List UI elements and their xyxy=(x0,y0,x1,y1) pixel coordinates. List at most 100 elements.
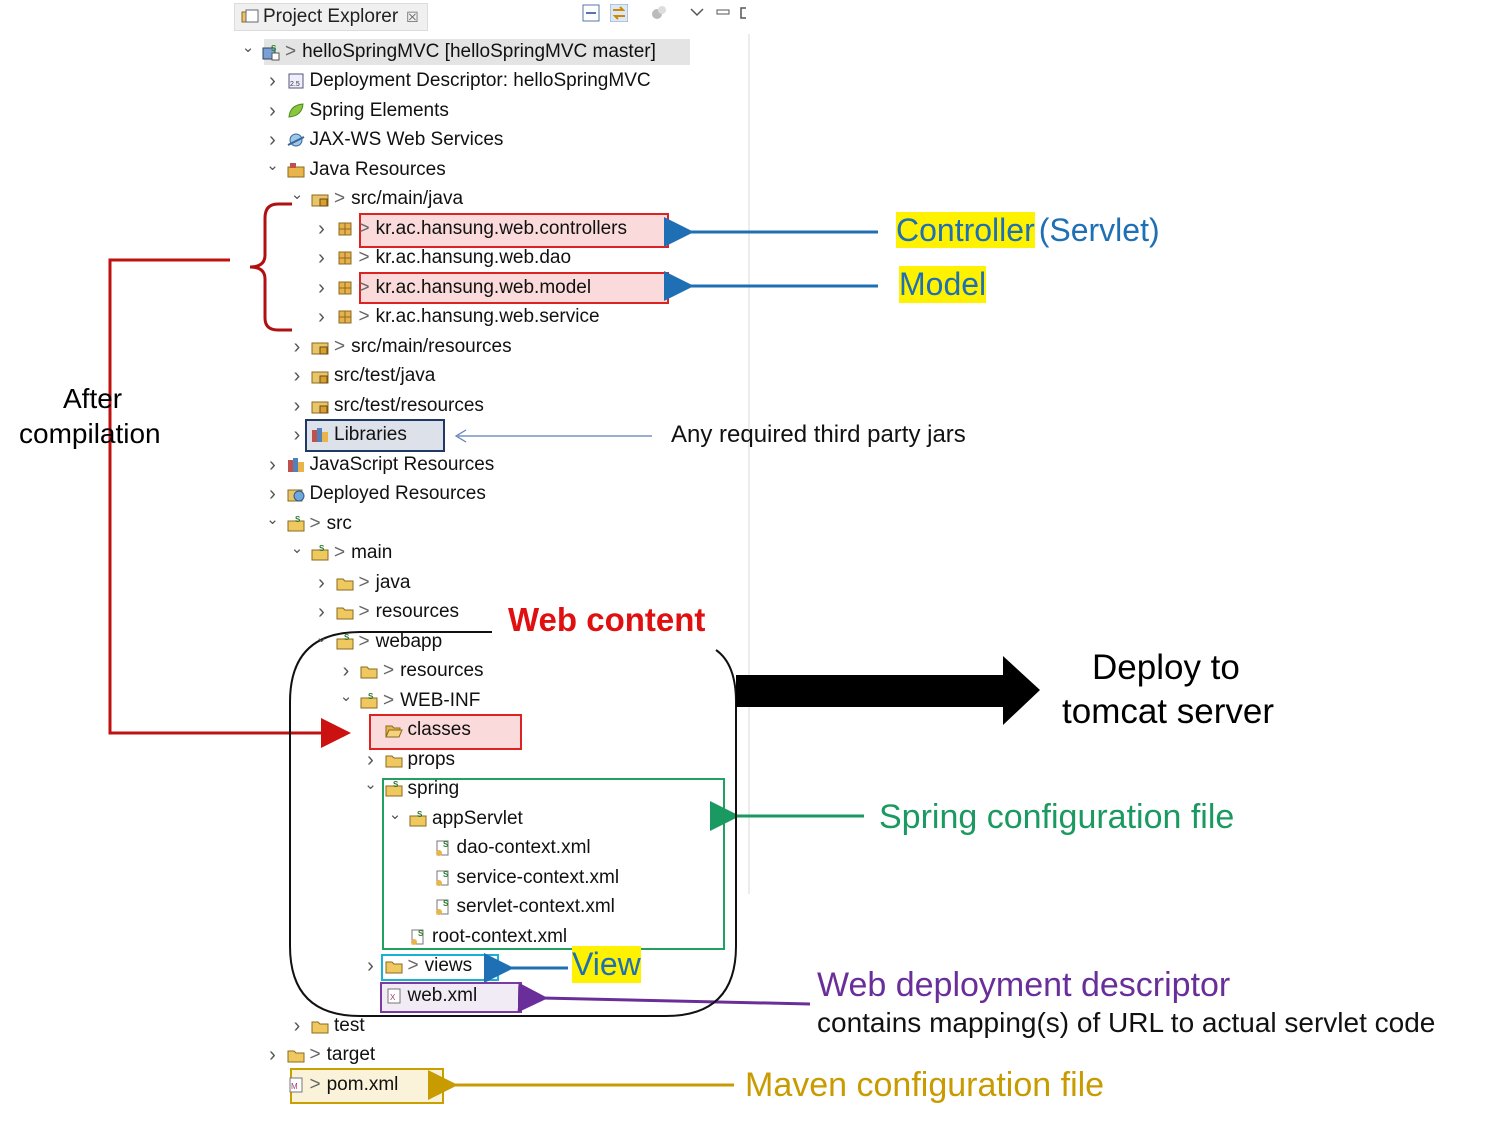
collapse-chevron-icon[interactable]: › xyxy=(269,1043,276,1066)
tree-item[interactable]: ›props xyxy=(363,746,455,774)
collapse-chevron-icon[interactable]: › xyxy=(269,482,276,505)
svg-text:2.5: 2.5 xyxy=(290,81,300,88)
tree-item[interactable]: ›src/test/java xyxy=(289,362,436,390)
libraries-note: Any required third party jars xyxy=(671,421,966,448)
tree-item[interactable]: ›Deployed Resources xyxy=(265,480,486,508)
libraries-highlight xyxy=(305,419,445,452)
collapse-chevron-icon[interactable]: › xyxy=(318,600,325,623)
spring-xml-icon: S xyxy=(435,870,449,886)
collapse-chevron-icon[interactable]: › xyxy=(367,954,374,977)
spring-config-label: Spring configuration file xyxy=(879,798,1235,836)
tree-item[interactable]: ⌄S>src xyxy=(265,510,352,538)
expand-chevron-icon[interactable]: ⌄ xyxy=(364,776,377,793)
tree-item-label: JAX-WS Web Services xyxy=(309,129,504,150)
expand-chevron-icon[interactable]: ⌄ xyxy=(388,806,402,823)
descriptor-icon: 2.5 xyxy=(288,73,303,89)
tree-item[interactable]: classes xyxy=(363,716,471,744)
tree-item[interactable]: › Spring Elements xyxy=(265,97,449,125)
expand-chevron-icon[interactable]: ⌄ xyxy=(241,39,255,56)
tree-item-label: target xyxy=(326,1044,376,1065)
tree-item[interactable]: M>pom.xml xyxy=(265,1071,398,1099)
tree-item[interactable]: ›test xyxy=(289,1012,365,1040)
expand-chevron-icon[interactable]: ⌄ xyxy=(266,157,279,174)
focus-icon[interactable] xyxy=(650,4,668,22)
collapse-chevron-icon[interactable]: › xyxy=(318,276,325,299)
tree-item[interactable]: ›>kr.ac.hansung.web.dao xyxy=(314,244,571,272)
collapse-chevron-icon[interactable]: › xyxy=(269,69,276,92)
collapse-chevron-icon[interactable]: › xyxy=(293,423,301,446)
vcs-prefix: > xyxy=(309,513,321,534)
tree-item[interactable]: ›>kr.ac.hansung.web.service xyxy=(314,303,599,331)
expand-chevron-icon[interactable]: ⌄ xyxy=(290,540,304,557)
tree-item[interactable]: ›>resources xyxy=(338,657,484,685)
spring-xml-icon: S xyxy=(411,929,424,945)
tree-item[interactable]: ›>java xyxy=(314,569,411,597)
collapse-chevron-icon[interactable]: › xyxy=(269,128,276,151)
collapse-all-icon[interactable] xyxy=(582,4,600,22)
vcs-prefix: > xyxy=(383,690,395,711)
tree-item-label: src/main/java xyxy=(351,188,464,209)
collapse-chevron-icon[interactable]: › xyxy=(293,394,301,417)
collapse-chevron-icon[interactable]: › xyxy=(318,571,325,594)
collapse-chevron-icon[interactable]: › xyxy=(269,99,276,122)
tree-item[interactable]: ›>target xyxy=(265,1041,376,1069)
tree-item[interactable]: ›>src/main/resources xyxy=(289,333,512,361)
view-menu-icon[interactable] xyxy=(688,4,706,22)
model-highlight xyxy=(359,272,669,304)
expand-chevron-icon[interactable]: ⌄ xyxy=(266,511,279,528)
collapse-chevron-icon[interactable]: › xyxy=(318,246,325,269)
tree-item[interactable]: ⌄S>helloSpringMVC [helloSpringMVC master… xyxy=(240,38,656,66)
tree-item-label: servlet-context.xml xyxy=(456,896,615,917)
svg-text:S: S xyxy=(443,870,449,879)
tree-item[interactable]: ⌄Java Resources xyxy=(265,156,446,184)
tree-item-label: web.xml xyxy=(407,985,478,1006)
collapse-chevron-icon[interactable]: › xyxy=(293,335,301,358)
tree-item[interactable]: ›>kr.ac.hansung.web.controllers xyxy=(314,215,627,243)
tree-item[interactable]: › JAX-WS Web Services xyxy=(265,126,504,154)
maven-file-icon: M xyxy=(289,1077,302,1093)
folder-icon xyxy=(336,578,353,591)
maximize-icon[interactable] xyxy=(738,4,748,22)
folder-icon xyxy=(385,755,402,768)
collapse-chevron-icon[interactable]: › xyxy=(318,305,325,328)
tree-item-label: java xyxy=(375,572,411,593)
collapse-chevron-icon[interactable]: › xyxy=(342,659,350,682)
expand-chevron-icon[interactable]: ⌄ xyxy=(315,629,328,646)
tree-item-label: Spring Elements xyxy=(309,100,449,121)
expand-chevron-icon[interactable]: ⌄ xyxy=(339,688,353,705)
tab-project-explorer[interactable]: Project Explorer ☒ xyxy=(234,3,428,31)
collapse-chevron-icon[interactable]: › xyxy=(269,453,276,476)
pomxml-highlight xyxy=(290,1068,444,1104)
collapse-chevron-icon[interactable]: › xyxy=(293,1014,301,1037)
tree-item[interactable]: ⌄S>WEB-INF xyxy=(338,687,481,715)
collapse-chevron-icon[interactable]: › xyxy=(367,748,374,771)
tree-item[interactable]: ›JavaScript Resources xyxy=(265,451,494,479)
vcs-prefix: > xyxy=(334,336,346,357)
svg-text:S: S xyxy=(271,44,277,53)
collapse-chevron-icon[interactable]: › xyxy=(318,217,325,240)
tree-item[interactable]: ⌄S>webapp xyxy=(314,628,442,656)
tree-item[interactable]: ›>views xyxy=(363,952,472,980)
tree-item[interactable]: ⌄>src/main/java xyxy=(289,185,463,213)
vcs-prefix: > xyxy=(285,41,297,62)
source-folder-icon xyxy=(311,371,329,384)
tree-item[interactable]: ›>resources xyxy=(314,598,459,626)
link-with-editor-icon[interactable] xyxy=(610,4,628,22)
minimize-icon[interactable] xyxy=(714,4,732,22)
tree-item[interactable]: ⌄S>main xyxy=(289,539,393,567)
tree-item[interactable]: ›src/test/resources xyxy=(289,392,484,420)
tree-item[interactable]: ›Libraries xyxy=(289,421,407,449)
collapse-chevron-icon[interactable]: › xyxy=(293,364,301,387)
expand-chevron-icon[interactable]: ⌄ xyxy=(290,186,304,203)
close-icon[interactable]: ☒ xyxy=(406,8,419,25)
maven-config-label: Maven configuration file xyxy=(745,1066,1105,1104)
tree-item[interactable]: ›>kr.ac.hansung.web.model xyxy=(314,274,591,302)
